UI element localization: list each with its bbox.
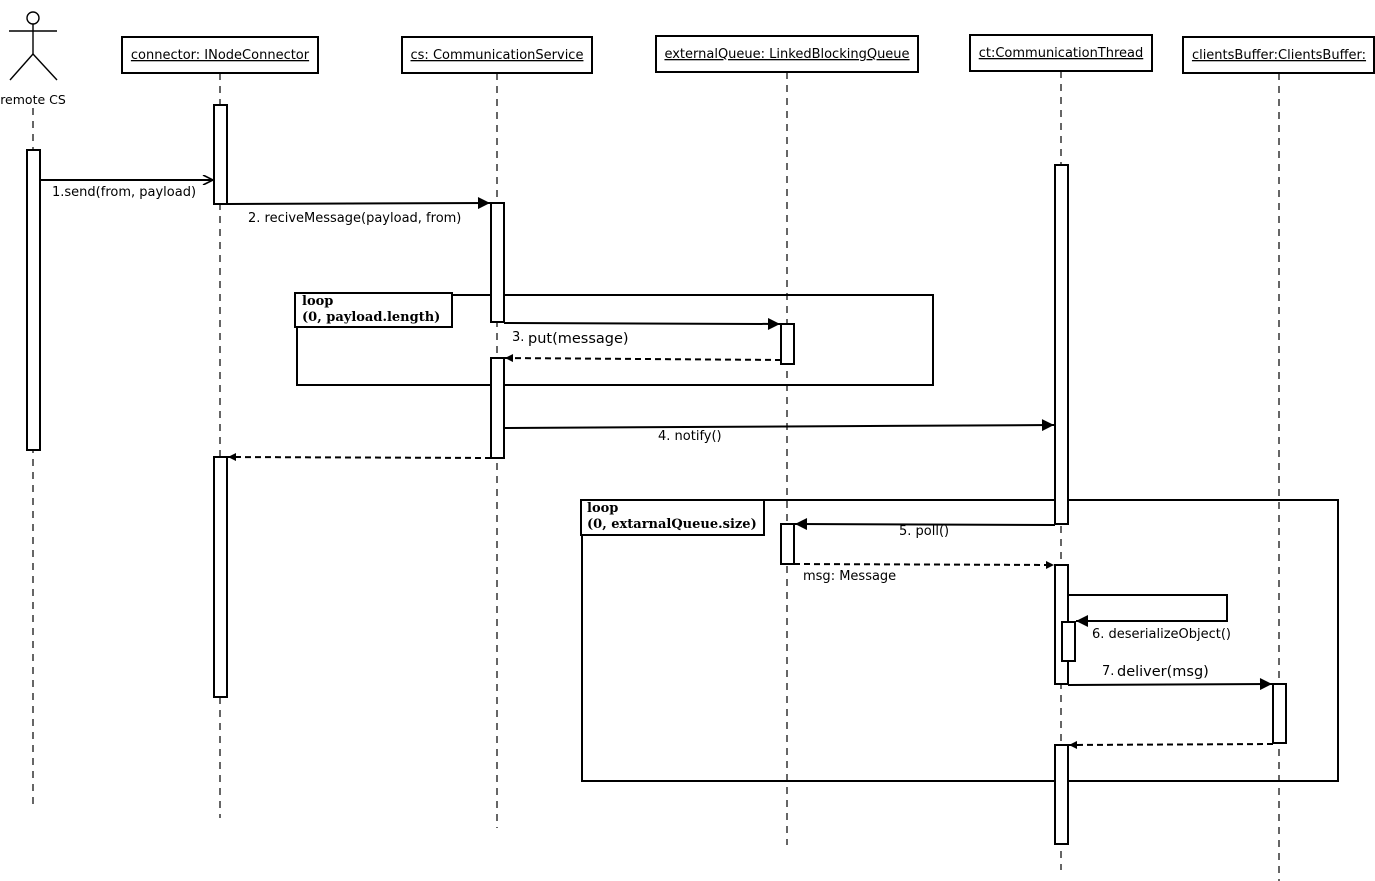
lifeline-head-buffer: clientsBuffer:ClientsBuffer: xyxy=(1182,36,1375,74)
lifeline-head-connector: connector: INodeConnector xyxy=(121,36,319,74)
message-arrow-put xyxy=(503,317,781,330)
activation-cs-1 xyxy=(490,202,505,323)
lifeline-title-connector: connector: INodeConnector xyxy=(131,48,310,63)
loop-guard: (0, payload.length) xyxy=(302,310,440,325)
loop-fragment-queue: loop (0, extarnalQueue.size) xyxy=(580,499,1339,782)
message-label-send: 1.send(from, payload) xyxy=(52,185,196,200)
lifeline-head-queue: externalQueue: LinkedBlockingQueue xyxy=(655,35,919,73)
loop-keyword: loop xyxy=(302,294,333,309)
message-label-put: put(message) xyxy=(528,331,629,347)
return-label-poll: msg: Message xyxy=(803,569,896,584)
activation-ct-3 xyxy=(1054,744,1069,845)
lifeline-title-buffer: clientsBuffer:ClientsBuffer: xyxy=(1192,48,1366,63)
loop-keyword: loop xyxy=(587,501,618,516)
lifeline-head-cs: cs: CommunicationService xyxy=(401,36,593,74)
actor-head-icon xyxy=(26,11,40,25)
message-label-notify: 4. notify() xyxy=(658,429,722,444)
actor-remote-cs: remote CS xyxy=(0,11,66,107)
return-arrow-recive xyxy=(227,453,492,462)
message-arrow-notify xyxy=(503,419,1055,432)
message-arrow-recive xyxy=(226,197,491,210)
loop-fragment-payload: loop (0, payload.length) xyxy=(294,292,934,386)
return-arrow-deliver xyxy=(1068,740,1274,749)
message-arrow-deliver xyxy=(1067,678,1273,691)
activation-queue-2 xyxy=(780,523,795,565)
loop-guard: (0, extarnalQueue.size) xyxy=(587,517,757,532)
message-label-put-number: 3. xyxy=(512,330,524,345)
activation-connector-2 xyxy=(213,456,228,698)
message-label-deliver: deliver(msg) xyxy=(1117,664,1209,680)
actor-leg-left xyxy=(9,53,34,81)
activation-connector-1 xyxy=(213,104,228,205)
return-arrow-poll xyxy=(793,560,1055,569)
activation-buffer xyxy=(1272,683,1287,744)
actor-leg-right xyxy=(32,53,58,81)
activation-cs-2 xyxy=(490,357,505,459)
message-label-recive: 2. reciveMessage(payload, from) xyxy=(248,211,461,226)
message-label-poll: 5. poll() xyxy=(899,524,949,539)
lifeline-title-cs: cs: CommunicationService xyxy=(411,48,584,63)
actor-label: remote CS xyxy=(0,92,66,107)
activation-remote-cs xyxy=(26,149,41,451)
activation-ct-1 xyxy=(1054,164,1069,525)
message-arrow-poll xyxy=(794,518,1056,531)
message-arrow-deserialize xyxy=(1068,594,1228,627)
activation-queue-1 xyxy=(780,323,795,365)
message-label-deliver-number: 7. xyxy=(1102,664,1114,679)
lifeline-title-ct: ct:CommunicationThread xyxy=(979,46,1144,61)
message-label-deserialize: 6. deserializeObject() xyxy=(1092,627,1231,642)
lifeline-head-ct: ct:CommunicationThread xyxy=(969,34,1153,72)
return-arrow-put xyxy=(504,354,782,363)
activation-ct-nested xyxy=(1061,621,1076,662)
lifeline-title-queue: externalQueue: LinkedBlockingQueue xyxy=(664,47,909,62)
